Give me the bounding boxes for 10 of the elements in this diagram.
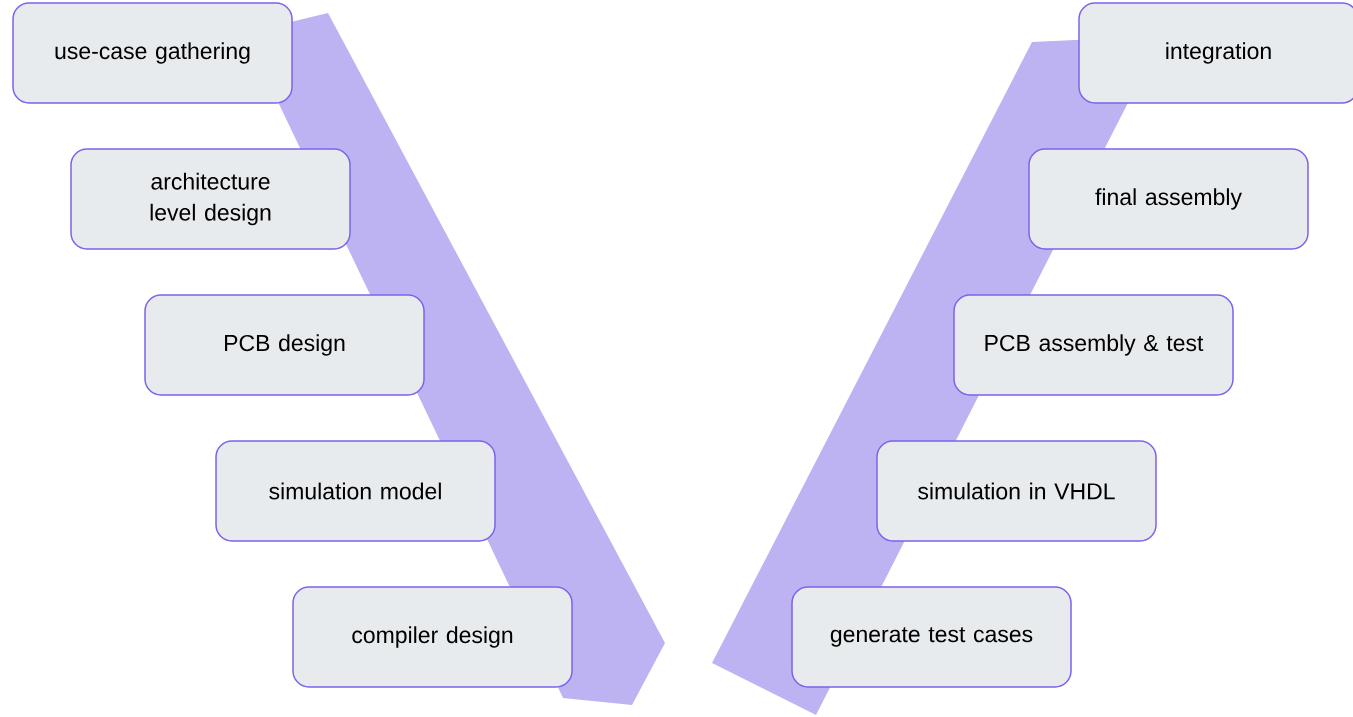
process-box: simulation model (215, 440, 496, 542)
process-box: PCB assembly & test (953, 294, 1234, 396)
process-box: compiler design (292, 586, 573, 688)
process-box: integration (1078, 2, 1353, 104)
process-box: final assembly (1028, 148, 1309, 250)
process-box: simulation in VHDL (876, 440, 1157, 542)
process-box: architecture level design (70, 148, 351, 250)
process-box: use-case gathering (12, 2, 293, 104)
process-box: generate test cases (791, 586, 1072, 688)
process-box: PCB design (144, 294, 425, 396)
